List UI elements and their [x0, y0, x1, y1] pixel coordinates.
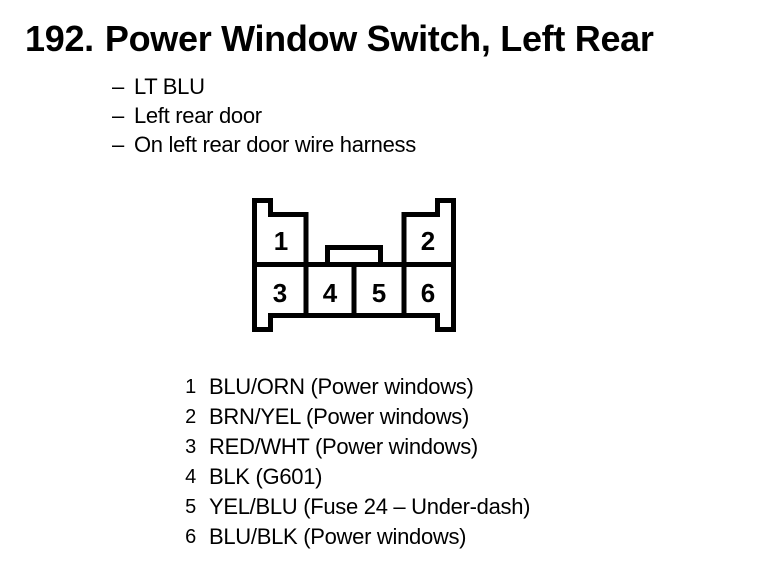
legend-pin-number: 3 [185, 436, 196, 458]
dash-marker: – [112, 74, 124, 99]
pin-5-label: 5 [372, 278, 386, 308]
legend-row: 6 BLU/BLK (Power windows) [180, 522, 530, 552]
pin-3-label: 3 [273, 278, 287, 308]
legend-pin-number: 1 [185, 376, 196, 398]
legend-row: 2 BRN/YEL (Power windows) [180, 402, 530, 432]
legend-row: 1 BLU/ORN (Power windows) [180, 372, 530, 402]
pin-4-label: 4 [323, 278, 338, 308]
dash-marker: – [112, 132, 124, 157]
legend-pin-number: 5 [185, 496, 196, 518]
pin-legend: 1 BLU/ORN (Power windows) 2 BRN/YEL (Pow… [180, 372, 530, 552]
legend-row: 4 BLK (G601) [180, 462, 530, 492]
detail-item-label: On left rear door wire harness [133, 132, 416, 157]
dash-marker: – [112, 103, 124, 128]
legend-wire-label: BLK (G601) [209, 464, 323, 489]
legend-wire-label: BRN/YEL (Power windows) [209, 404, 470, 429]
connector-pinout-diagram: 1 2 3 4 5 6 [252, 198, 456, 332]
detail-item-label: LT BLU [133, 74, 205, 99]
detail-list: – LT BLU – Left rear door – On left rear… [112, 72, 416, 159]
detail-item: – Left rear door [112, 101, 416, 130]
legend-wire-label: BLU/ORN (Power windows) [209, 374, 474, 399]
detail-item: – On left rear door wire harness [112, 130, 416, 159]
legend-row: 3 RED/WHT (Power windows) [180, 432, 530, 462]
page-title: 192. Power Window Switch, Left Rear [25, 19, 654, 59]
legend-pin-number: 4 [185, 466, 196, 488]
legend-wire-label: BLU/BLK (Power windows) [209, 524, 467, 549]
pin-2-label: 2 [421, 226, 435, 256]
legend-wire-label: YEL/BLU (Fuse 24 – Under-dash) [209, 494, 531, 519]
legend-pin-number: 6 [185, 526, 196, 548]
title-number: 192. [25, 18, 94, 59]
title-text: Power Window Switch, Left Rear [104, 18, 654, 59]
legend-row: 5 YEL/BLU (Fuse 24 – Under-dash) [180, 492, 530, 522]
pin-6-label: 6 [421, 278, 435, 308]
detail-item-label: Left rear door [133, 103, 262, 128]
pin-1-label: 1 [274, 226, 288, 256]
legend-pin-number: 2 [185, 406, 196, 428]
legend-wire-label: RED/WHT (Power windows) [209, 434, 478, 459]
detail-item: – LT BLU [112, 72, 416, 101]
